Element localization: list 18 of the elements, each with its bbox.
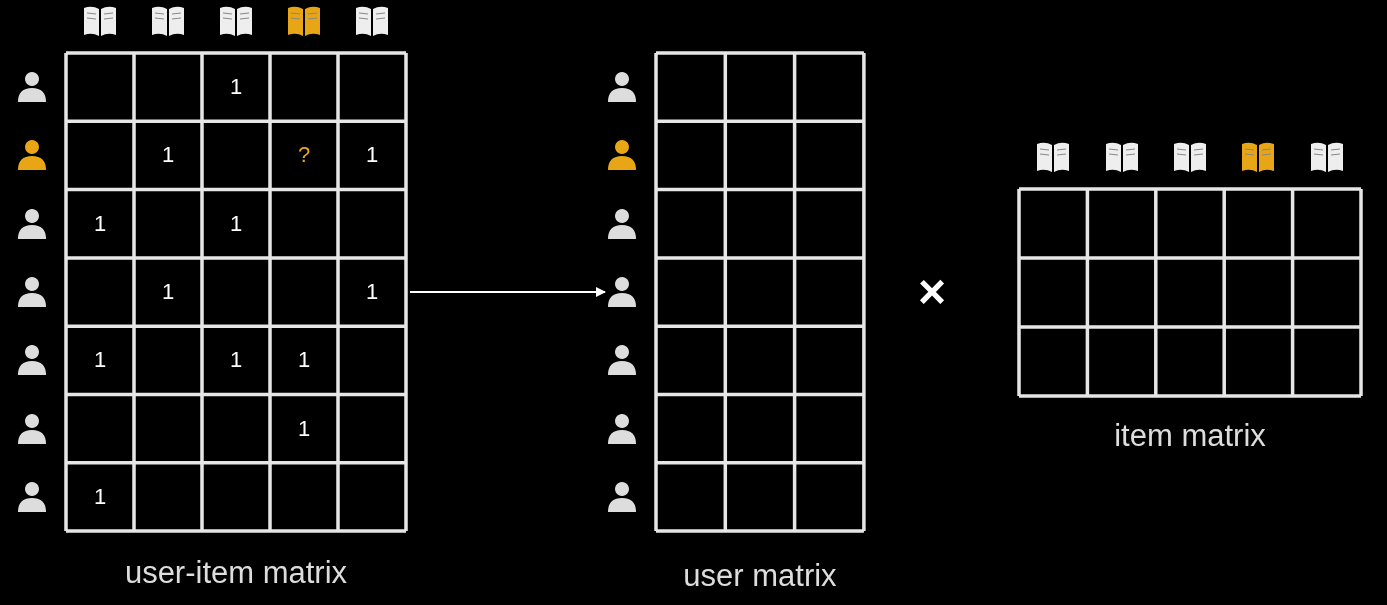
cell-value: ? (296, 144, 312, 167)
cell-value: 1 (296, 349, 312, 372)
matrix-caption: user-item matrix (123, 555, 349, 591)
arrow (409, 287, 606, 297)
cell-value: 1 (228, 349, 244, 372)
matrix-caption: item matrix (1113, 418, 1267, 454)
cell-value: 1 (364, 281, 380, 304)
cell-value: 1 (92, 485, 108, 508)
cell-value: 1 (228, 76, 244, 99)
cell-value: 1 (160, 281, 176, 304)
cell-value: 1 (160, 144, 176, 167)
cell-value: 1 (228, 212, 244, 235)
cell-value: 1 (92, 212, 108, 235)
cell-value: 1 (296, 417, 312, 440)
matrix-caption: user matrix (682, 558, 838, 594)
cell-value: 1 (92, 349, 108, 372)
multiply-sign: × (918, 268, 947, 316)
cell-value: 1 (364, 144, 380, 167)
